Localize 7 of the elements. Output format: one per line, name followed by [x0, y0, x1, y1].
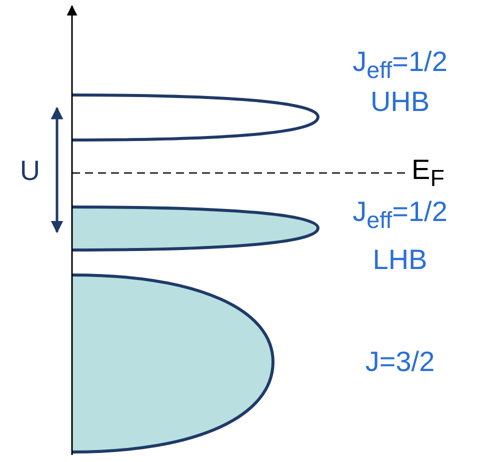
fermi-level-label: E$_{F}$ [412, 155, 444, 193]
band-label: J$_{eff}$=1/2 [352, 47, 448, 85]
band-label: J=3/2 [365, 347, 435, 377]
interaction-label: U [20, 156, 40, 186]
band-label: LHB [372, 245, 428, 275]
band-label: UHB [370, 87, 430, 117]
band-label: J$_{eff}$=1/2 [352, 197, 448, 235]
